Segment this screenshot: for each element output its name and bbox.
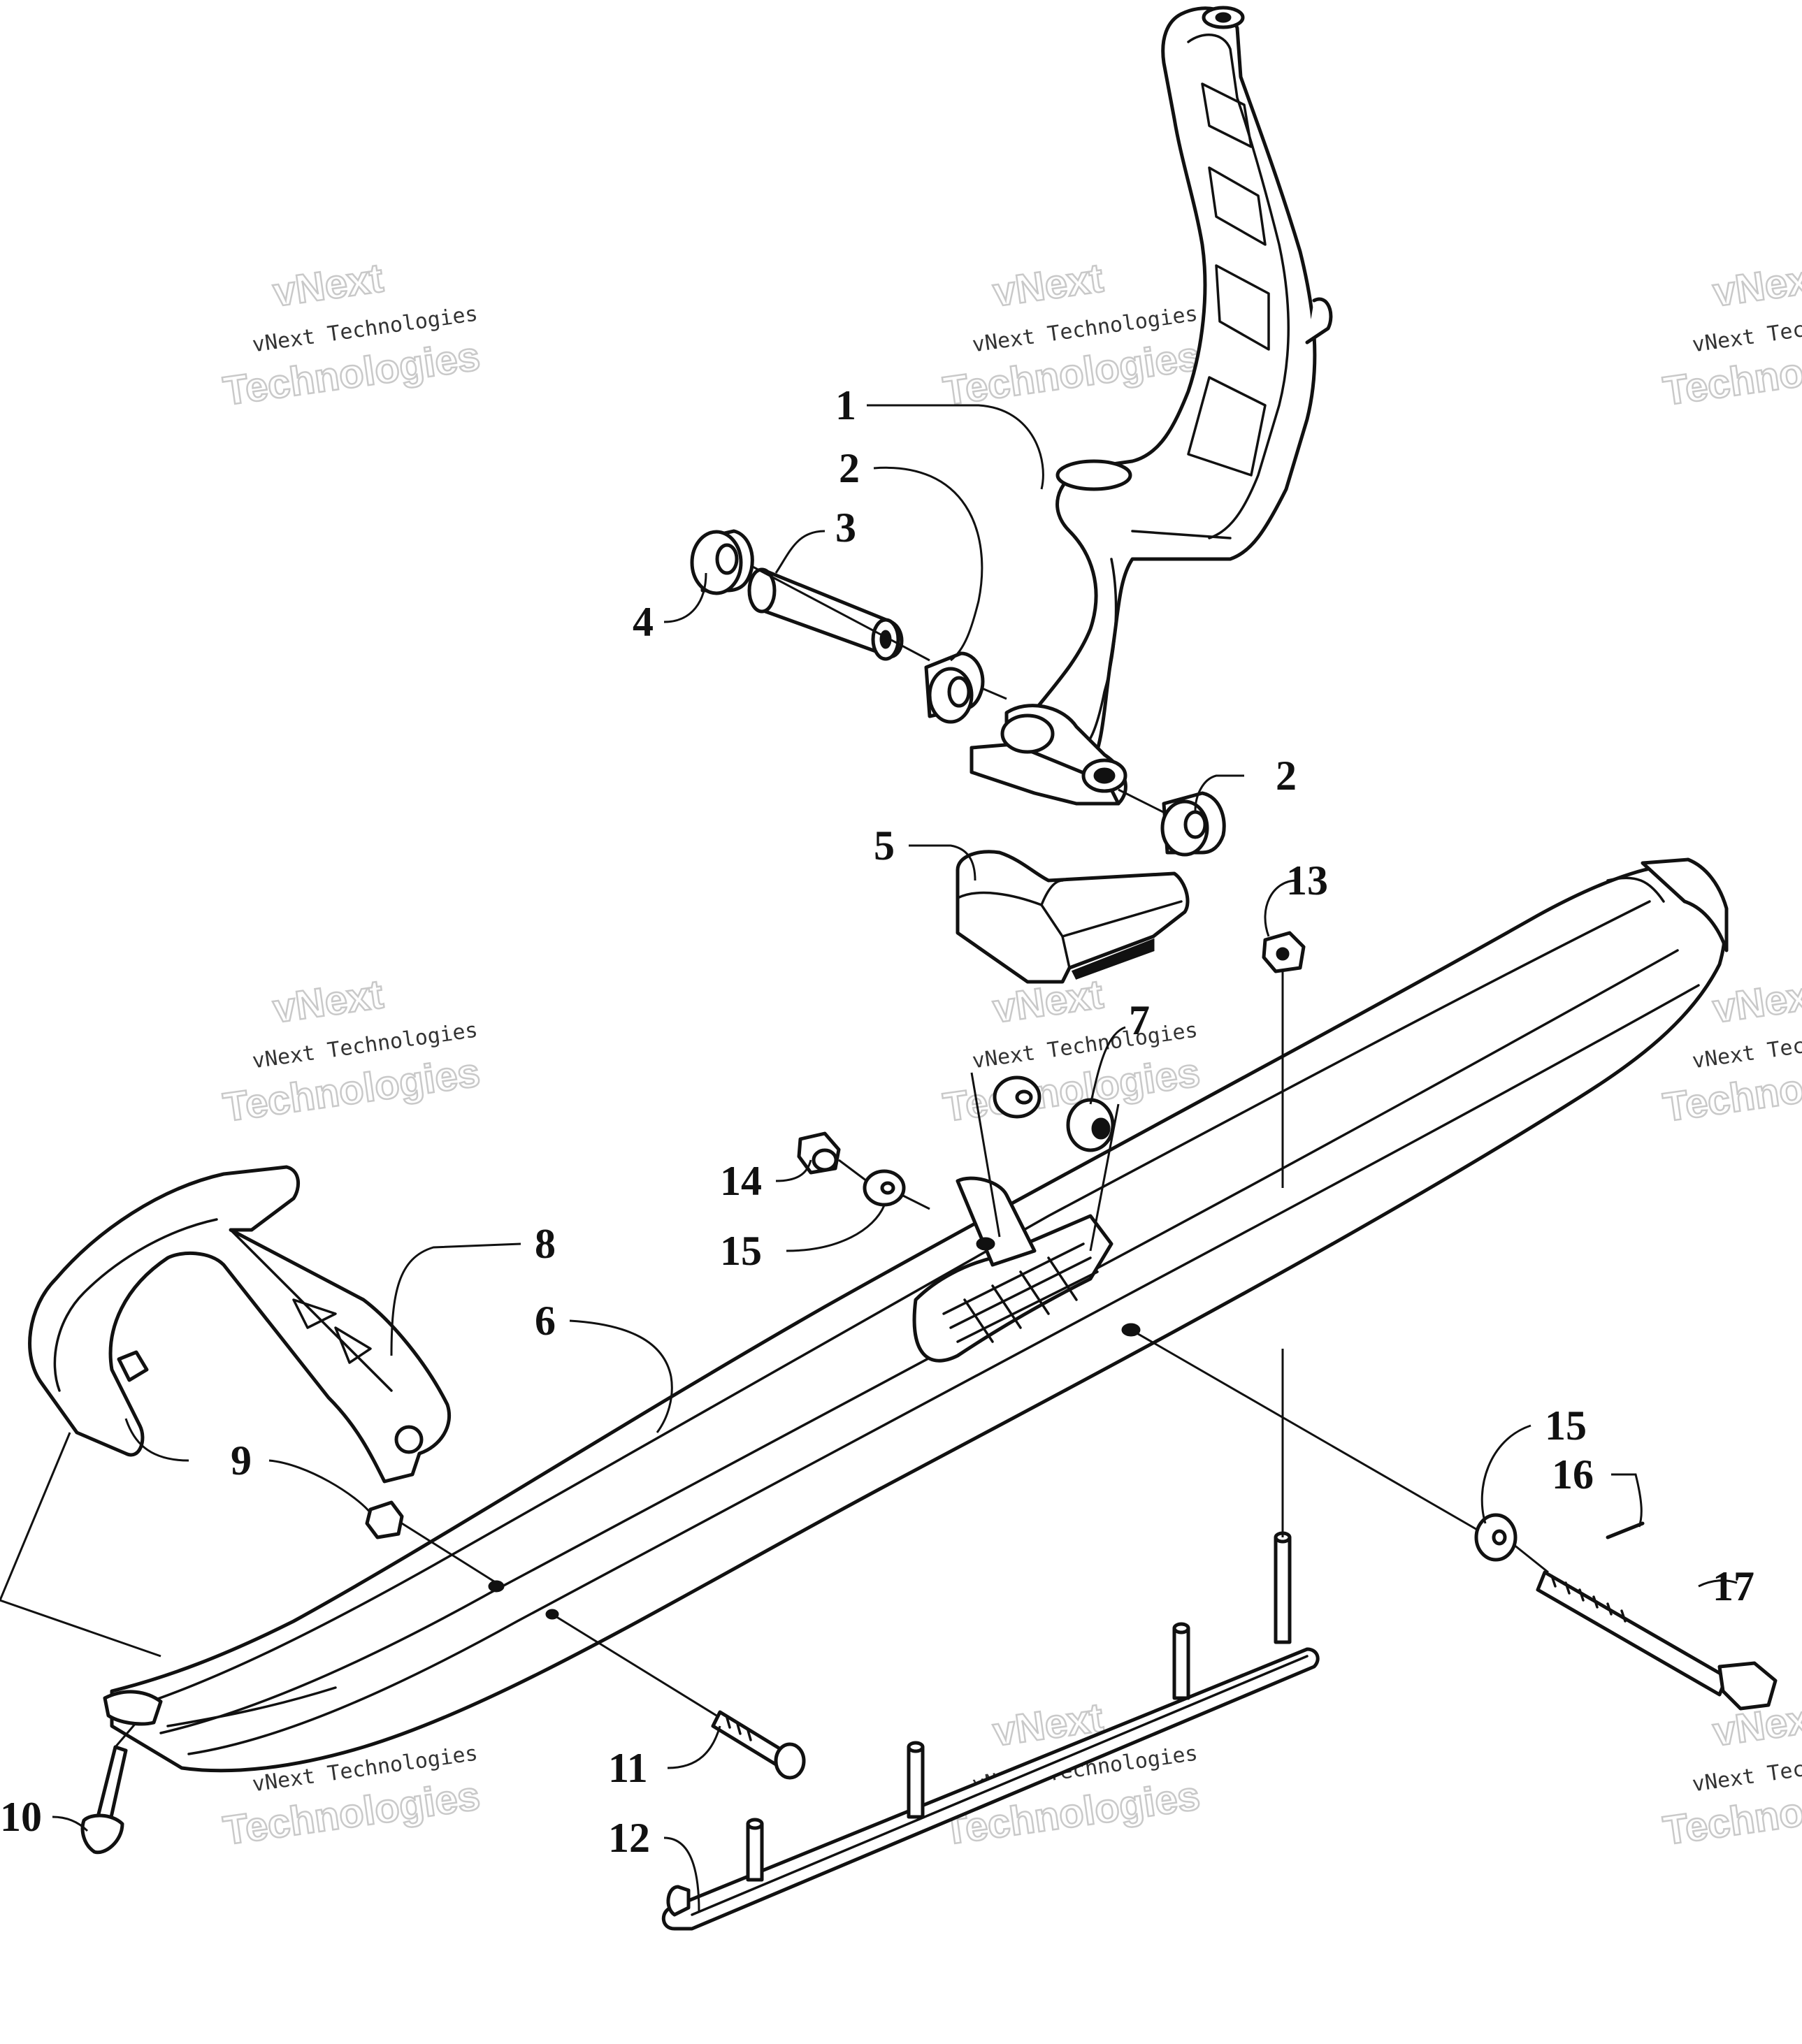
washer-15-upper: [863, 1169, 906, 1207]
watermark: vNext vNext Technologies Technologies: [939, 971, 1203, 1131]
callout-11: 11: [608, 1745, 648, 1791]
callout-leaders: [52, 404, 1738, 1912]
watermark: vNext vNext Technologies Technologies: [219, 254, 483, 415]
spindle-part: [970, 6, 1333, 806]
callout-14: 14: [720, 1158, 762, 1204]
watermark-line1: vNext: [271, 971, 386, 1031]
callout-10: 10: [0, 1794, 42, 1840]
callout-1: 1: [835, 382, 856, 428]
nut-14: [797, 1131, 841, 1175]
callout-4: 4: [633, 599, 654, 645]
callout-15-upper: 15: [720, 1228, 762, 1274]
callout-2-lower: 2: [1276, 753, 1297, 799]
callout-3: 3: [835, 505, 856, 551]
callout-9: 9: [231, 1437, 252, 1484]
bushing-7: [1066, 1098, 1115, 1152]
spacer-tube: [747, 567, 904, 661]
callout-6: 6: [535, 1298, 556, 1344]
bushing-upper: [924, 651, 985, 724]
bushing-lower: [1160, 791, 1226, 857]
watermark: vNext vNext Technologies Technologies: [939, 254, 1203, 415]
ski-loop-handle: [28, 1165, 452, 1484]
bolt-11: [711, 1710, 806, 1780]
watermark-line1: vNext: [1710, 255, 1802, 315]
watermark: vNext vNext Technologies Technologies: [1659, 254, 1802, 415]
callout-17: 17: [1713, 1563, 1754, 1609]
watermark-line1: vNext: [1710, 971, 1802, 1031]
callout-8: 8: [535, 1221, 556, 1267]
washer-15-lower: [1474, 1513, 1518, 1562]
watermark: vNext vNext Technologies Technologies: [1659, 1694, 1802, 1855]
callout-12: 12: [608, 1815, 650, 1861]
pin-16: [1606, 1521, 1645, 1539]
callout-7: 7: [1129, 997, 1150, 1043]
nut-9: [365, 1500, 404, 1539]
bolt-10: [80, 1745, 128, 1855]
callout-16: 16: [1552, 1451, 1594, 1498]
watermark-line1: vNext: [990, 255, 1106, 315]
nut-13: [1262, 931, 1306, 973]
callout-13: 13: [1286, 857, 1328, 904]
ski-body: [103, 857, 1729, 1773]
callout-15-lower: 15: [1545, 1402, 1587, 1449]
watermark-line1: vNext: [271, 255, 386, 315]
wear-bar: [661, 1531, 1320, 1931]
callout-2-upper: 2: [839, 445, 860, 491]
bushing-outer-4: [690, 529, 754, 595]
bumper-pad: [956, 850, 1190, 984]
washer-7: [993, 1075, 1041, 1119]
assembly-lines: [0, 565, 1549, 1748]
callout-5: 5: [874, 822, 895, 869]
bolt-17: [1536, 1570, 1778, 1711]
watermark: vNext vNext Technologies Technologies: [219, 971, 483, 1131]
callout-labels: 1 2 2 3 4 5 6 7 8 9 10 11 12 13 14 15 15…: [0, 382, 1754, 1861]
